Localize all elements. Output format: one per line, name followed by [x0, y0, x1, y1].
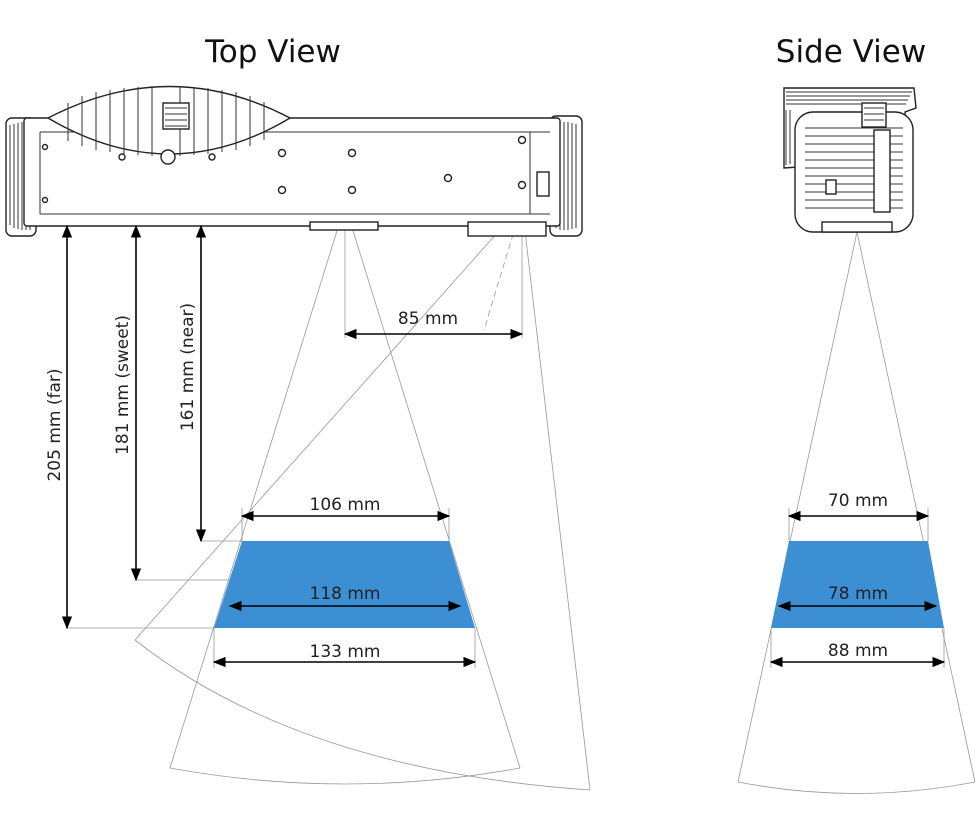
- top-view-fov-guides: [67, 204, 591, 791]
- camera-lens-right: [467, 221, 547, 237]
- top-view-device: [5, 85, 583, 237]
- side-near-width-label: 70 mm: [828, 491, 888, 511]
- near-width-label: 106 mm: [310, 495, 381, 515]
- side-view-title: Side View: [776, 34, 926, 70]
- side-view-dimensions: 70 mm 78 mm 88 mm: [769, 491, 946, 668]
- sweet-width-label: 118 mm: [310, 584, 381, 604]
- near-distance-label: 161 mm (near): [178, 303, 198, 431]
- side-view-device: [783, 87, 917, 233]
- side-view-fov-guides: [737, 231, 976, 794]
- connector: [536, 171, 550, 197]
- top-view-title: Top View: [204, 34, 341, 70]
- far-width-label: 133 mm: [310, 642, 381, 662]
- sweet-distance-label: 181 mm (sweet): [113, 315, 133, 455]
- side-camera-lens: [821, 221, 893, 233]
- side-sweet-width-label: 78 mm: [828, 584, 888, 604]
- top-view-dimensions: 85 mm 205 mm (far) 181 mm (sweet) 161 mm…: [45, 224, 524, 668]
- camera-lens-left: [309, 221, 379, 231]
- mounting-holes: [41, 135, 527, 204]
- top-heatsink-dome: [46, 85, 292, 165]
- side-far-width-label: 88 mm: [828, 641, 888, 661]
- far-distance-label: 205 mm (far): [45, 368, 65, 481]
- baseline-label: 85 mm: [398, 309, 458, 329]
